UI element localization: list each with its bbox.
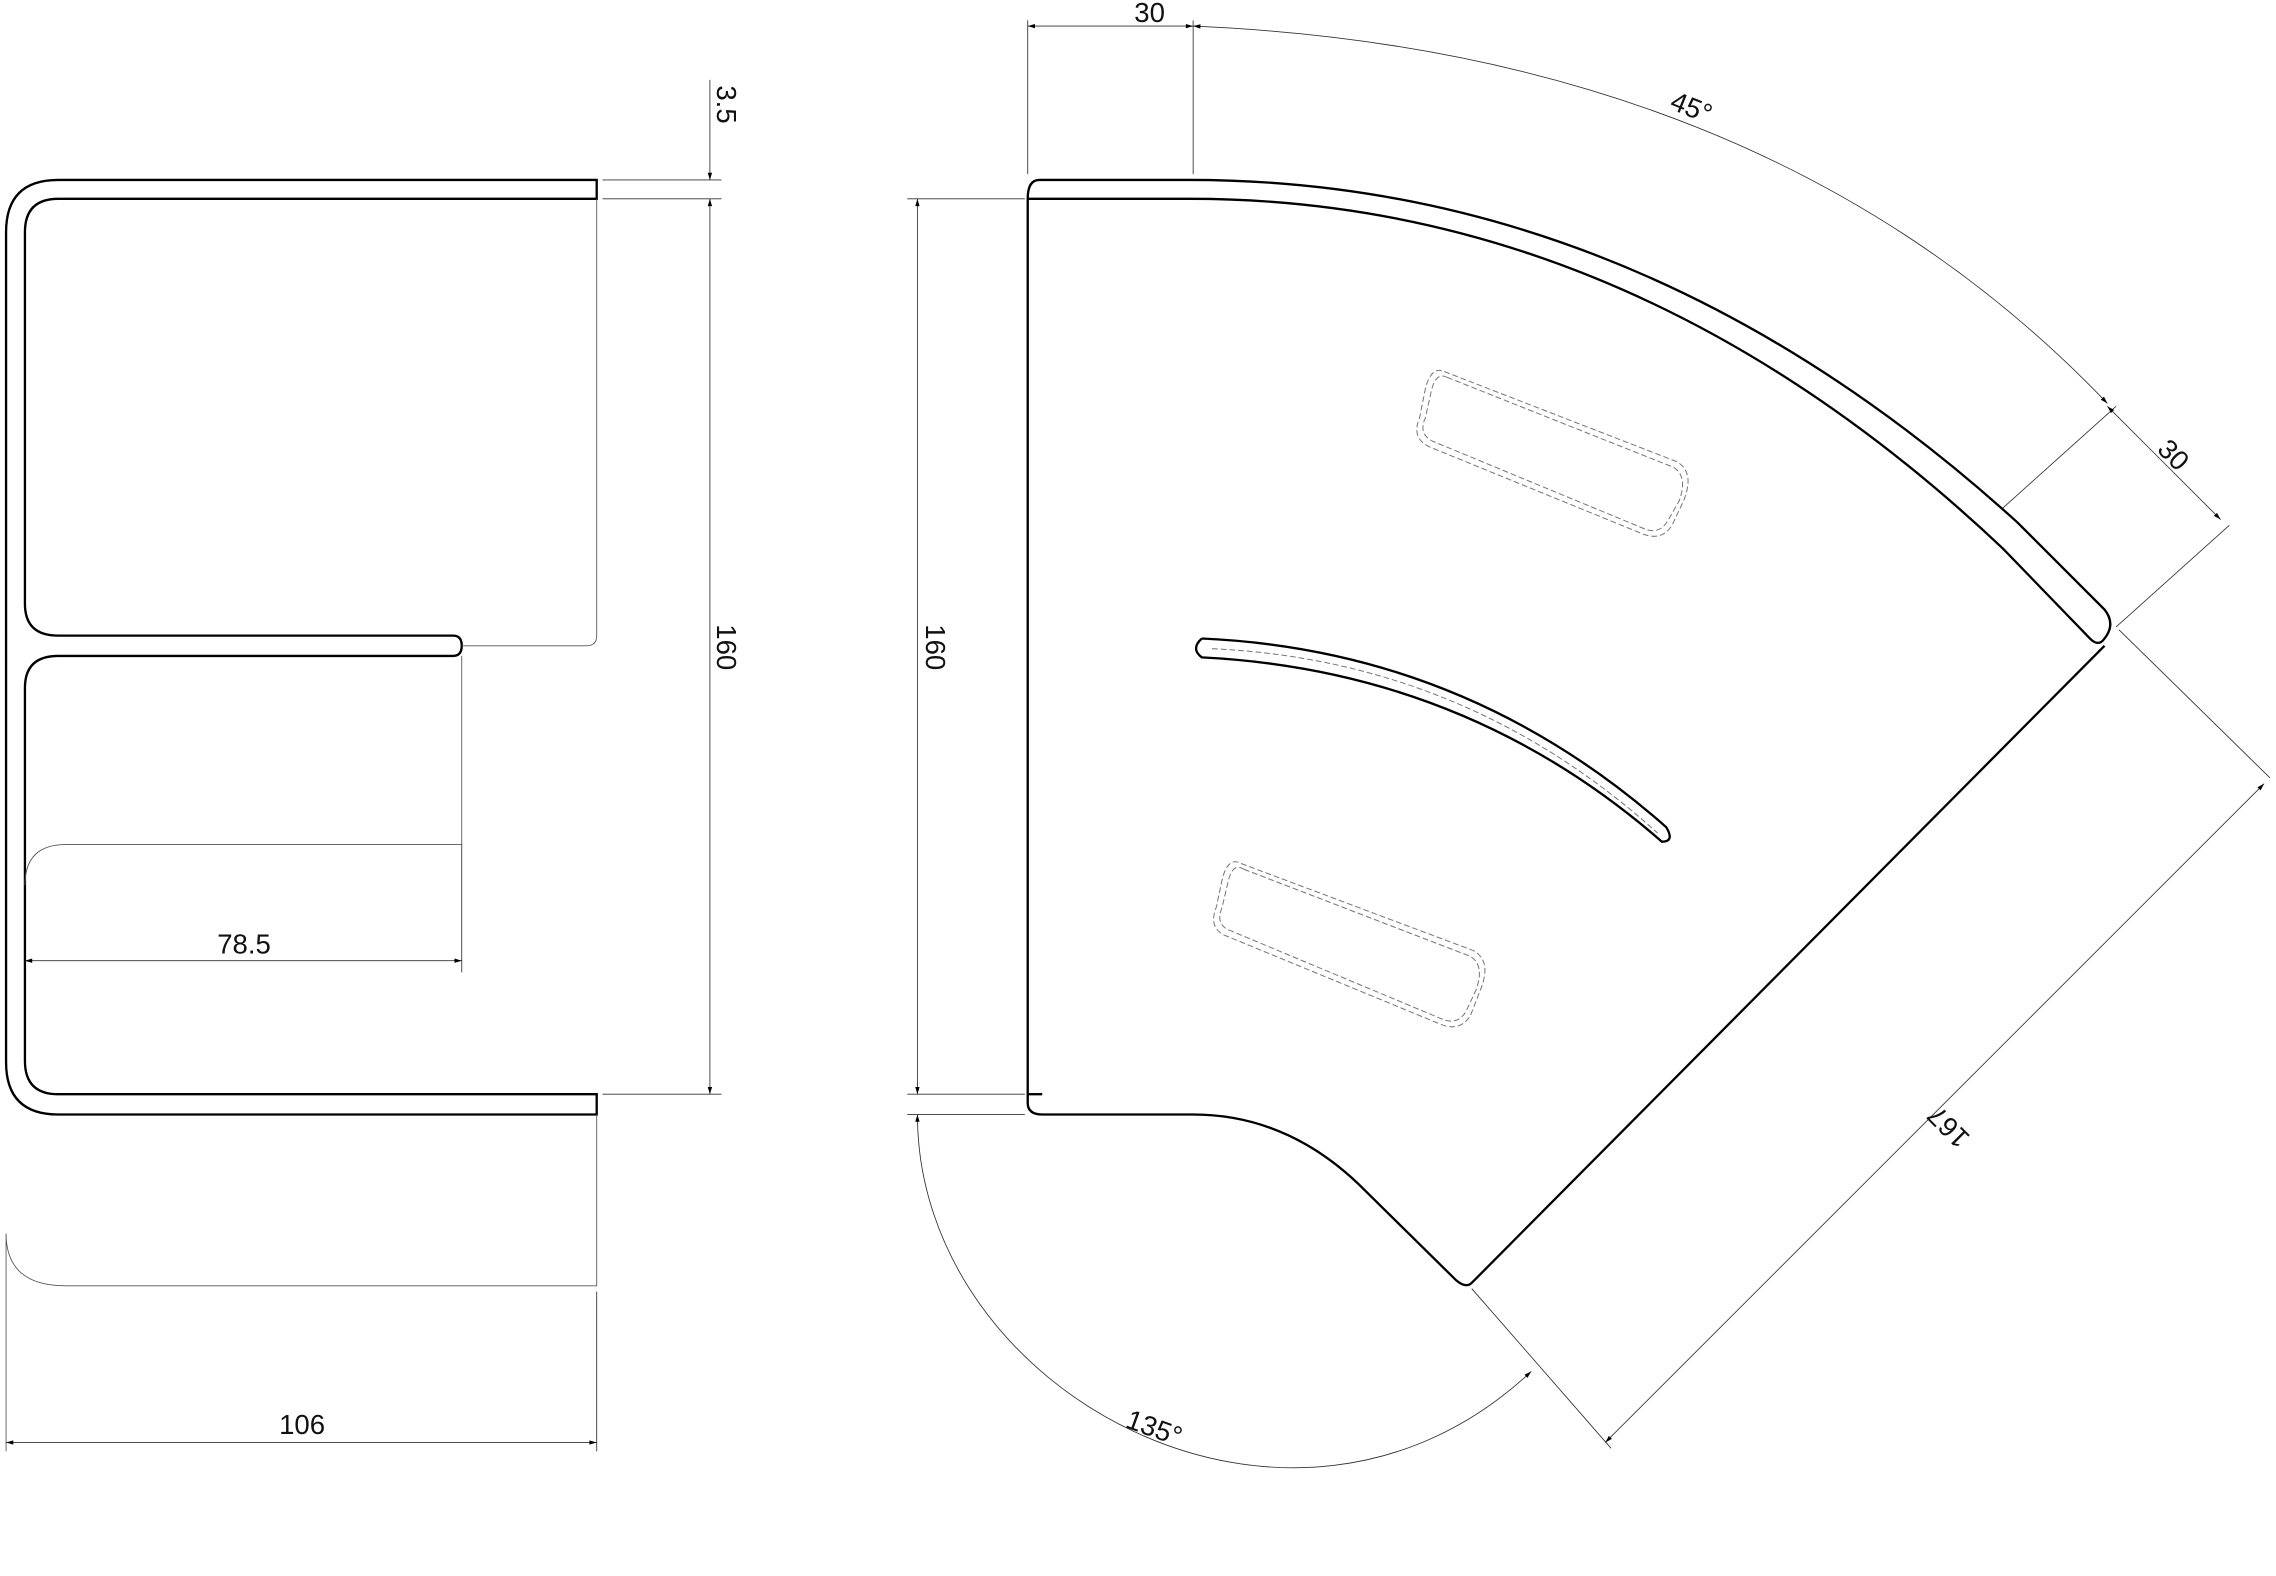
dim-flange-top: 30 (1134, 0, 1165, 28)
drain-slot-upper (1416, 369, 1689, 537)
side-view: 3.5 160 78.5 106 (4, 79, 742, 1452)
dim-line-flange-right (2107, 406, 2221, 520)
dim-flange-right: 30 (2152, 433, 2196, 477)
dim-line-edge (1604, 783, 2265, 1443)
drain-slot-lower-inner (1219, 866, 1480, 1022)
dim-arc-45 (1193, 24, 2108, 404)
drain-slot-lower (1213, 861, 1486, 1028)
curved-slot-centerline (1211, 648, 1658, 834)
dim-shelf-depth: 78.5 (217, 928, 271, 959)
dim-height-right: 160 (920, 624, 951, 670)
hidden-edge-shelf (24, 655, 463, 886)
dim-angle-bottom: 135° (1122, 1403, 1186, 1452)
dim-edge-length: 167 (1921, 1100, 1975, 1154)
dim-height-left: 160 (711, 624, 742, 670)
dim-thickness: 3.5 (711, 85, 742, 123)
hidden-edge-lower (5, 1114, 598, 1452)
curved-slot (1194, 637, 1671, 843)
dim-arc-135 (915, 1114, 1532, 1469)
dim-depth: 106 (279, 1409, 325, 1440)
hidden-edge-upper (461, 198, 598, 647)
top-outer-edge (1026, 178, 2112, 645)
dim-angle-top: 45° (1666, 85, 1716, 129)
drain-slot-upper-inner (1422, 375, 1684, 532)
top-view: 30 45° 30 160 135° 167 (907, 0, 2271, 1469)
side-profile-outline (4, 178, 598, 1116)
